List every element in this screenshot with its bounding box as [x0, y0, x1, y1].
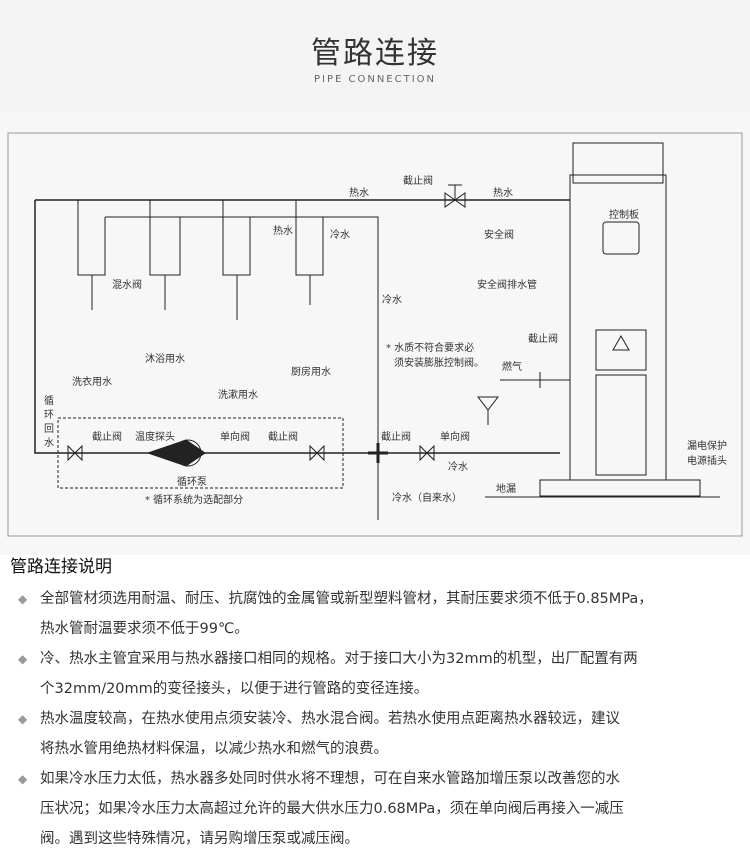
optional-box	[57, 417, 344, 489]
label-expansion-note-2: 须安装膨胀控制阀。	[394, 356, 484, 369]
bullet-3: ◆ 热水温度较高，在热水使用点须安装冷、热水混合阀。若热水使用点距离热水器较远，建…	[18, 704, 746, 764]
label-mixing-valve: 混水阀	[112, 278, 142, 291]
bullet-4: ◆ 如果冷水压力太低，热水器多处同时供水将不理想，可在自来水管路加增压泵以改善您的…	[18, 764, 746, 854]
label-expansion-note: * 水质不符合要求必	[386, 341, 474, 354]
diagram-frame	[7, 132, 743, 537]
gas-pipe	[500, 372, 570, 388]
diamond-icon: ◆	[18, 592, 28, 606]
section-title: 管路连接说明	[10, 557, 112, 577]
bullet-line: 个32mm/20mm的变径接头，以便于进行管路的变径连接。	[40, 681, 429, 697]
label-cold-water: 冷水	[382, 293, 402, 306]
cold-water-pipe	[105, 216, 379, 453]
pump-circle	[174, 439, 202, 467]
label-kitchen: 厨房用水	[291, 365, 331, 378]
label-return-2: 环	[44, 410, 54, 421]
label-cold-2: 冷水	[448, 460, 468, 473]
bullet-line: 将热水管用绝热材料保温，以减少热水和燃气的浪费。	[40, 741, 388, 757]
expansion-valve	[476, 396, 500, 425]
bullet-line: 压状况；如果冷水压力太高超过允许的最大供水压力0.68MPa，须在单向阀后再接入…	[40, 801, 624, 817]
label-check-valve-1: 单向阀	[220, 430, 250, 443]
label-cold: 冷水	[330, 228, 350, 241]
label-temp-probe: 温度探头	[135, 430, 175, 443]
bullet-line: 全部管材须选用耐温、耐压、抗腐蚀的金属管或新型塑料管材，其耐压要求须不低于0.8…	[40, 591, 653, 607]
page-title: 管路连接	[311, 36, 439, 71]
bullet-line: 热水管耐温要求须不低于99℃。	[40, 621, 249, 637]
label-laundry: 洗衣用水	[72, 375, 112, 388]
warning-label	[595, 329, 647, 371]
label-floor-drain: 地漏	[496, 482, 516, 495]
hot-stop-valve	[444, 184, 466, 208]
bullet-line: 阀。遇到这些特殊情况，请另购增压泵或减压阀。	[40, 831, 359, 847]
bullet-1: ◆ 全部管材须选用耐温、耐压、抗腐蚀的金属管或新型塑料管材，其耐压要求须不低于0.…	[18, 584, 746, 644]
label-control-panel: 控制板	[609, 208, 639, 221]
label-pump: 循环泵	[177, 475, 207, 488]
label-shower: 沐浴用水	[145, 352, 185, 365]
label-washbasin: 洗漱用水	[218, 389, 258, 401]
pump-icon	[146, 439, 206, 467]
diamond-icon: ◆	[18, 712, 28, 726]
bullet-line: 如果冷水压力太低，热水器多处同时供水将不理想，可在自来水管路加增压泵以改善您的水	[40, 771, 620, 787]
label-stop-valve-1: 截止阀	[92, 430, 122, 443]
heater-lower	[595, 374, 647, 476]
fixture-valves	[77, 200, 324, 320]
bullet-2: ◆ 冷、热水主管宜采用与热水器接口相同的规格。对于接口大小为32mm的机型，出厂配…	[18, 644, 746, 704]
label-stop-valve-2: 截止阀	[268, 430, 298, 443]
label-stop-valve: 截止阀	[403, 174, 433, 187]
control-panel	[602, 221, 640, 255]
bullet-line: 冷、热水主管宜采用与热水器接口相同的规格。对于接口大小为32mm的机型，出厂配置…	[40, 651, 638, 667]
label-gas: 燃气	[502, 360, 522, 373]
label-optional-note: * 循环系统为选配部分	[145, 493, 243, 506]
heater-top	[572, 142, 664, 184]
label-return-1: 循	[44, 394, 54, 407]
stop-valves	[67, 444, 435, 462]
label-leak-plug-2: 电源插头	[687, 454, 727, 467]
label-hot-water-2: 热水	[493, 186, 513, 199]
pipe-diagram: 热水 热水 截止阀 热水 冷水 混水阀 洗衣用水 沐浴用水 洗漱用水 厨房用水 …	[7, 132, 743, 537]
page-subtitle: PIPE CONNECTION	[313, 74, 437, 85]
bullet-line: 热水温度较高，在热水使用点须安装冷、热水混合阀。若热水使用点距离热水器较远，建议	[40, 711, 620, 727]
label-tap-water: 冷水（自来水）	[392, 491, 462, 504]
label-hot: 热水	[273, 224, 293, 237]
label-return-4: 水	[44, 437, 54, 449]
diagram-background	[0, 112, 750, 555]
warning-icon	[612, 334, 630, 351]
circulation-pipe	[34, 200, 560, 454]
heater-base	[539, 479, 701, 497]
label-stop-valve-3: 截止阀	[381, 430, 411, 443]
instruction-list: ◆ 全部管材须选用耐温、耐压、抗腐蚀的金属管或新型塑料管材，其耐压要求须不低于0.…	[18, 584, 746, 854]
label-leak-plug: 漏电保护	[687, 439, 727, 452]
label-safety-drain: 安全阀排水管	[477, 278, 537, 291]
label-check-valve-2: 单向阀	[440, 430, 470, 443]
label-hot-water: 热水	[349, 186, 369, 199]
diamond-icon: ◆	[18, 652, 28, 666]
diamond-icon: ◆	[18, 772, 28, 786]
cross-fitting	[368, 443, 388, 463]
label-safety-valve: 安全阀	[484, 228, 514, 241]
label-gas-stop-valve: 截止阀	[528, 332, 558, 345]
label-return-3: 回	[44, 423, 54, 435]
